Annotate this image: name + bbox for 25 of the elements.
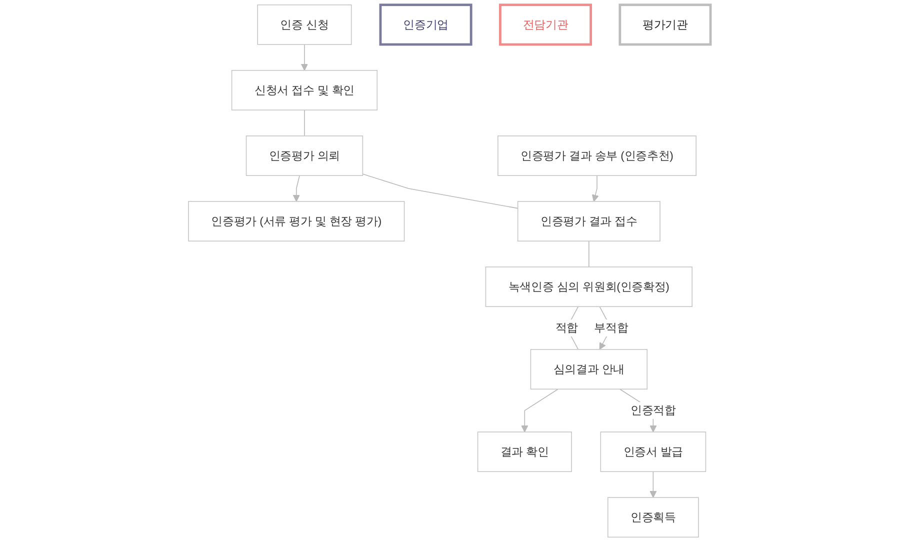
edge-label: 인증적합 xyxy=(630,404,676,417)
connector xyxy=(304,110,305,136)
node-box: 인증획득 xyxy=(607,497,699,538)
node-box: 인증평가 결과 송부 (인증추천) xyxy=(498,136,696,176)
node-box: 녹색인증 심의 위원회(인증확정) xyxy=(485,266,692,307)
edge-label: 적합 xyxy=(555,321,578,334)
connector xyxy=(588,240,590,268)
node-box: 심의결과 안내 xyxy=(530,349,648,390)
node-box: 인증기업 xyxy=(379,4,472,46)
node-box: 인증평가 (서류 평가 및 현장 평가) xyxy=(188,201,405,242)
node-box: 인증 신청 xyxy=(257,4,352,45)
node-box: 인증서 발급 xyxy=(600,432,706,472)
arrow xyxy=(650,471,657,498)
arrow xyxy=(292,175,300,202)
arrow xyxy=(521,388,558,432)
node-box: 전담기관 xyxy=(498,4,592,46)
node-box: 신청서 접수 및 확인 xyxy=(231,70,378,110)
arrow xyxy=(300,44,308,71)
edge-label: 부적합 xyxy=(594,321,628,334)
node-box: 평가기관 xyxy=(618,4,712,46)
arrow xyxy=(592,175,599,202)
connector xyxy=(362,174,518,209)
node-box: 인증평가 결과 접수 xyxy=(517,201,660,242)
node-box: 인증평가 의뢰 xyxy=(246,136,364,176)
node-box: 결과 확인 xyxy=(477,432,572,472)
